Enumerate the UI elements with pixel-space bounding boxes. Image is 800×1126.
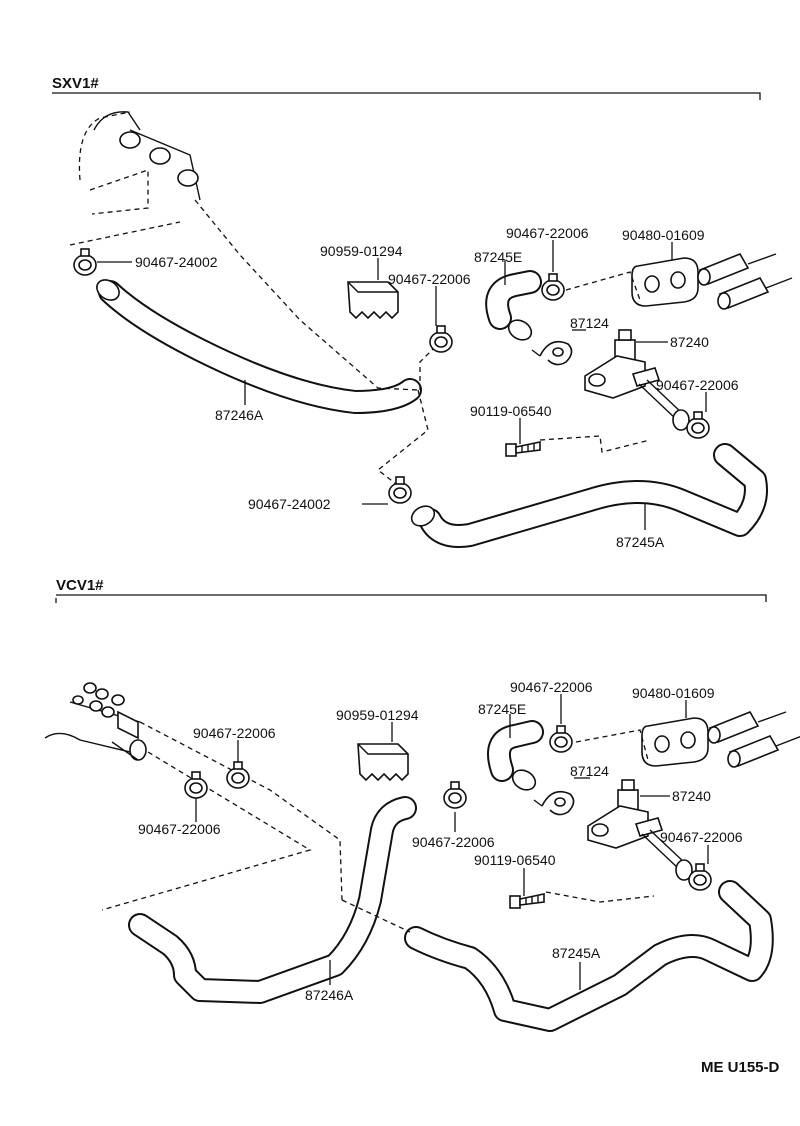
clamp-90467-24002 bbox=[73, 248, 97, 276]
label-90467-24002: 90467-24002 bbox=[135, 254, 218, 270]
clamp-90467-22006-mid bbox=[443, 781, 467, 809]
label-87245a: 87245A bbox=[616, 534, 665, 550]
label-90480-01609: 90480-01609 bbox=[622, 227, 705, 243]
engine-outline bbox=[44, 682, 147, 761]
bracket-90959-01294 bbox=[347, 281, 399, 319]
hose-87245e bbox=[485, 270, 542, 341]
bracket-90959-01294 bbox=[357, 743, 409, 781]
hose-87246a bbox=[96, 279, 422, 414]
clip-87124 bbox=[533, 790, 575, 816]
clip-87124 bbox=[531, 340, 573, 366]
label-87246a: 87246A bbox=[215, 407, 264, 423]
section-vcv1: VCV1# 87246A 90467-22 bbox=[44, 577, 800, 1032]
clamp-90467-22006-top bbox=[549, 725, 573, 753]
label-90467-22006-left-top: 90467-22006 bbox=[193, 725, 276, 741]
section-divider bbox=[55, 594, 767, 603]
label-87240: 87240 bbox=[672, 788, 711, 804]
label-90467-22006-mid: 90467-22006 bbox=[412, 834, 495, 850]
heater-pipes bbox=[697, 253, 793, 310]
label-90119-06540: 90119-06540 bbox=[470, 403, 552, 419]
hose-87246a bbox=[128, 796, 417, 1004]
label-90480-01609: 90480-01609 bbox=[632, 685, 715, 701]
label-87246a: 87246A bbox=[305, 987, 354, 1003]
clamp-90467-22006-mid bbox=[429, 325, 453, 353]
label-90467-22006-left-bottom: 90467-22006 bbox=[138, 821, 221, 837]
label-90467-22006-mid: 90467-22006 bbox=[388, 271, 471, 287]
bolt-90119-06540 bbox=[505, 441, 541, 457]
bolt-90119-06540 bbox=[509, 893, 545, 909]
label-87245e: 87245E bbox=[478, 701, 526, 717]
hose-87245e bbox=[487, 720, 544, 791]
label-90959-01294: 90959-01294 bbox=[320, 243, 403, 259]
label-87124: 87124 bbox=[570, 315, 609, 331]
label-90467-22006-right: 90467-22006 bbox=[656, 377, 739, 393]
hose-87245a bbox=[404, 880, 774, 1032]
section-divider bbox=[52, 92, 761, 100]
clamp-90467-22006-right bbox=[686, 411, 710, 439]
label-90119-06540: 90119-06540 bbox=[474, 852, 556, 868]
clamp-90467-22006-left-top bbox=[226, 761, 250, 789]
hose-87245a bbox=[410, 443, 768, 548]
section-header-sxv1: SXV1# bbox=[52, 75, 99, 92]
label-87240: 87240 bbox=[670, 334, 709, 350]
label-90467-22006-top: 90467-22006 bbox=[506, 225, 589, 241]
clamp-90467-22006-top bbox=[541, 273, 565, 301]
label-90959-01294: 90959-01294 bbox=[336, 707, 419, 723]
label-87245a: 87245A bbox=[552, 945, 601, 961]
gasket-90480-01609 bbox=[641, 717, 709, 767]
heater-pipes bbox=[707, 711, 800, 768]
label-87124: 87124 bbox=[570, 763, 609, 779]
gasket-90480-01609 bbox=[631, 257, 699, 307]
label-90467-24002-lower: 90467-24002 bbox=[248, 496, 331, 512]
engine-outline bbox=[69, 111, 201, 246]
label-90467-22006-right: 90467-22006 bbox=[660, 829, 743, 845]
label-90467-22006-top: 90467-22006 bbox=[510, 679, 593, 695]
figure-code: ME U155-D bbox=[701, 1059, 780, 1076]
label-87245e: 87245E bbox=[474, 249, 522, 265]
section-sxv1: SXV1# 90467-24002 87246A bbox=[52, 75, 793, 550]
section-header-vcv1: VCV1# bbox=[56, 577, 104, 594]
clamp-90467-24002-lower bbox=[388, 476, 412, 504]
